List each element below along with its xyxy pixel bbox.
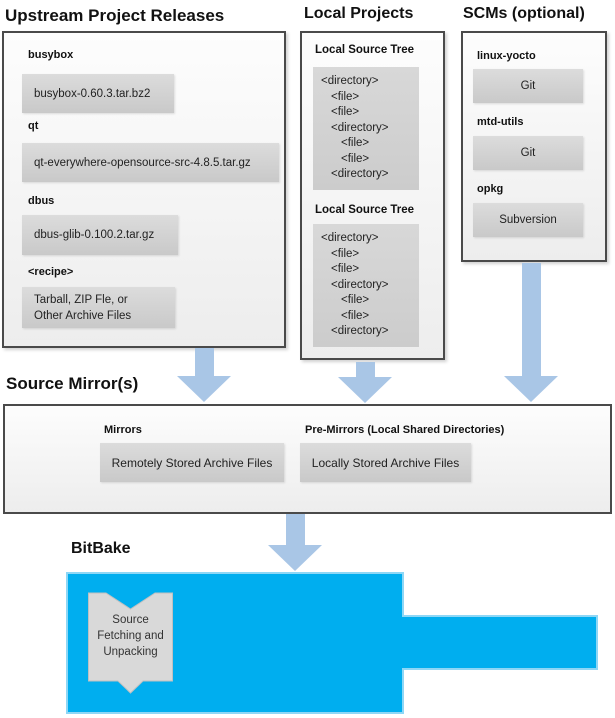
source-fetching-label: Source Fetching and Unpacking [97,614,164,658]
tree-node: <file> [341,137,370,149]
source-mirrors-title: Source Mirror(s) [6,374,139,393]
arrow-head [177,376,231,402]
upstream-item-label: dbus [28,195,55,207]
tree-node: <directory> [331,168,389,180]
tree-node: <directory> [331,121,389,134]
local-source-tree-label: Local Source Tree [315,44,415,56]
bitbake-title: BitBake [71,540,131,557]
upstream-item-box: qt-everywhere-opensource-src-4.8.5.tar.g… [22,143,279,182]
tree-node: <directory> [331,325,389,337]
arrow-head [338,377,392,403]
upstream-title: Upstream Project Releases [5,6,225,25]
arrow-head [268,545,322,571]
tree-node: <file> [331,247,360,260]
upstream-item-label: busybox [28,49,74,61]
upstream-item-label: qt [28,120,39,132]
arrow-local-to-mirrors [338,362,392,403]
pre-mirrors-box: Locally Stored Archive Files [300,443,471,482]
scm-item-box: Git [473,69,583,103]
arrow-shaft [355,362,375,377]
mirrors-label: Mirrors [104,424,142,436]
local-source-tree-label: Local Source Tree [315,204,415,216]
tree-node: <file> [341,294,370,306]
tree-node: <directory> [331,278,389,291]
scm-item-box: Git [473,136,583,170]
upstream-item-box: dbus-glib-0.100.2.tar.gz [22,215,178,255]
arrow-shaft [521,263,541,376]
arrow-scms-to-mirrors [504,263,558,402]
arrow-upstream-to-mirrors [177,348,231,402]
scm-item-label: opkg [477,183,504,195]
source-fetching-ribbon [88,592,173,694]
pre-mirrors-label: Pre-Mirrors (Local Shared Directories) [305,424,505,436]
scm-item-label: linux-yocto [477,50,536,62]
bitbake-block-shape [66,572,598,714]
tree-node: <file> [331,106,360,118]
arrow-head [504,376,558,402]
tree-node: <file> [341,152,370,165]
tree-node: <directory> [321,232,379,244]
upstream-item-box: busybox-0.60.3.tar.bz2 [22,74,174,113]
upstream-item-box: Tarball, ZIP Fle, or Other Archive Files [22,287,175,328]
tree-node: <file> [341,309,370,322]
arrow-mirrors-to-bitbake [268,514,322,571]
mirrors-box: Remotely Stored Archive Files [100,443,284,482]
local-source-tree-box: <directory> <file> <file> <directory> <f… [313,224,419,347]
local-source-tree-box: <directory> <file> <file> <directory> <f… [313,67,419,190]
tree-node: <directory> [321,75,379,87]
upstream-item-label: <recipe> [28,266,74,278]
scms-title: SCMs (optional) [463,5,585,22]
arrow-shaft [285,514,305,545]
arrow-shaft [194,348,214,376]
tree-node: <file> [331,263,360,275]
local-projects-title: Local Projects [304,5,414,22]
scm-item-box: Subversion [473,203,583,237]
tree-node: <file> [331,90,360,103]
scm-item-label: mtd-utils [477,116,524,128]
